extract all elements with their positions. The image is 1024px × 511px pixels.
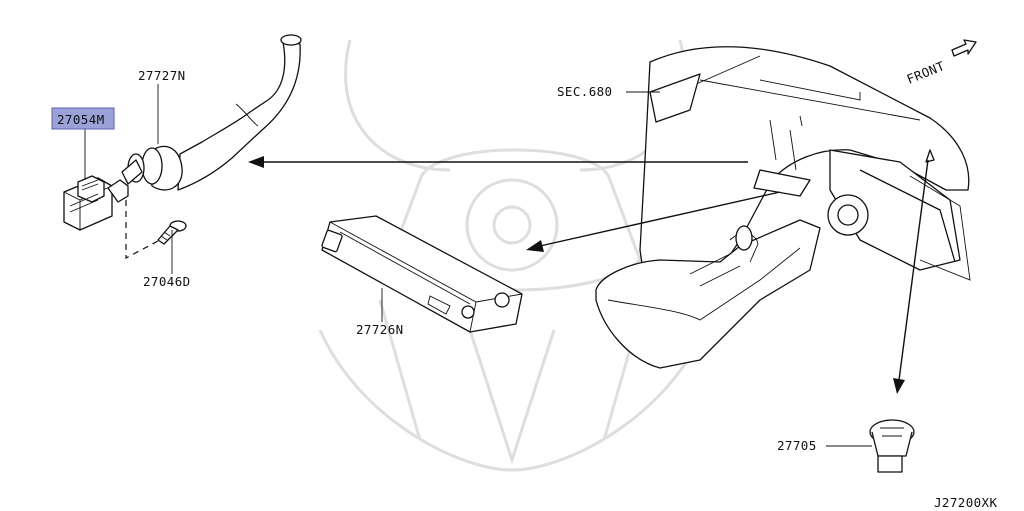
front-arrow-icon [951,39,977,57]
figure-code: J27200XK [934,495,997,510]
label-27726n[interactable]: 27726N [356,322,404,337]
part-27726n-control-unit[interactable] [321,215,523,333]
dashboard-assembly[interactable] [639,46,971,321]
label-27054m[interactable]: 27054M [57,112,105,127]
part-27727n-duct[interactable] [121,34,302,191]
direction-arrows [248,156,929,394]
label-sec680[interactable]: SEC.680 [557,84,612,99]
center-console[interactable] [595,219,821,369]
part-27046d-screw[interactable] [157,220,187,245]
label-27046d[interactable]: 27046D [143,274,191,289]
part-27705-clip[interactable] [869,419,915,473]
part-27054m-sensor[interactable] [63,175,129,231]
assembly-dashed-line [125,200,161,259]
leader-lines [84,84,872,447]
label-27705[interactable]: 27705 [777,438,817,453]
label-27727n[interactable]: 27727N [138,68,186,83]
label-front: FRONT [905,58,947,87]
selected-part-highlight [51,107,115,130]
